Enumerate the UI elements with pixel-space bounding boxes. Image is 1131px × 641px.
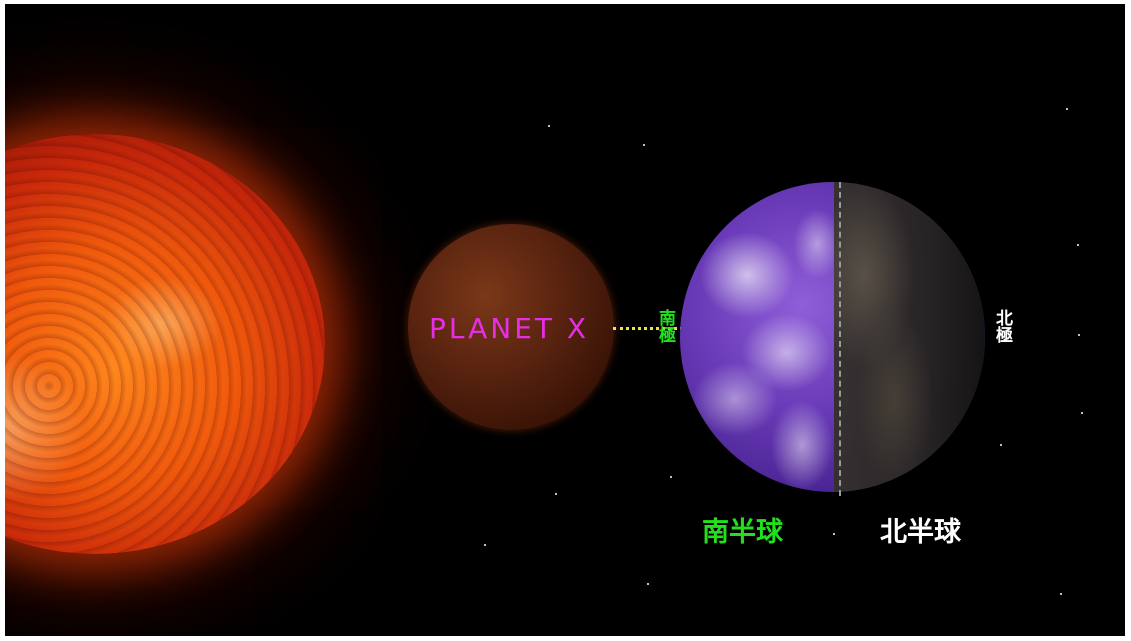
- star: [1078, 334, 1080, 336]
- sun-surface-texture: [5, 134, 325, 554]
- earth-image: [680, 182, 985, 492]
- hemisphere-divider-line: [839, 182, 841, 496]
- star: [647, 583, 649, 585]
- star: [1077, 244, 1079, 246]
- north-pole-label: 北極: [992, 309, 1012, 343]
- star: [484, 544, 486, 546]
- space-scene: PLANET X 南極 北極 南半球 北半球: [5, 4, 1125, 636]
- star: [548, 125, 550, 127]
- northern-hemisphere-label: 北半球: [880, 517, 961, 548]
- star: [1066, 108, 1068, 110]
- star: [1081, 412, 1083, 414]
- planet-x-image: [408, 224, 614, 430]
- star: [643, 144, 645, 146]
- star: [833, 533, 835, 535]
- star: [1000, 444, 1002, 446]
- star: [1060, 593, 1062, 595]
- south-pole-label: 南極: [655, 309, 675, 343]
- star: [670, 476, 672, 478]
- planet-x-label: PLANET X: [429, 312, 590, 345]
- alignment-dotted-line: [613, 327, 701, 330]
- earth-northern-half-shade: [834, 182, 985, 492]
- southern-hemisphere-label: 南半球: [702, 517, 783, 548]
- star: [555, 493, 557, 495]
